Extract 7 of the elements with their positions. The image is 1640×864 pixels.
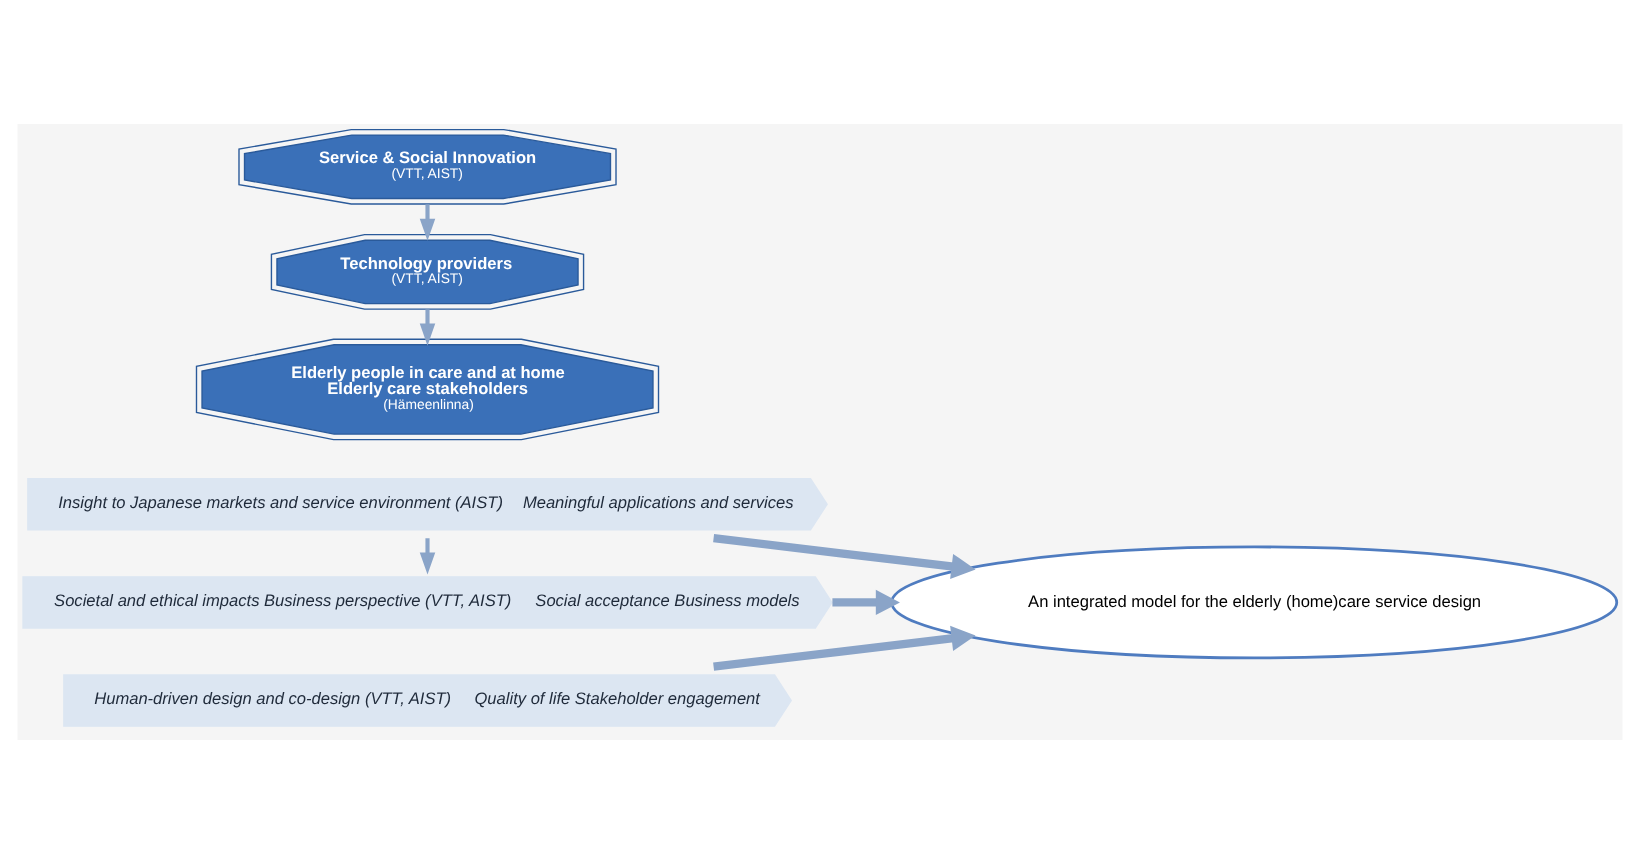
node-ellipse: An integrated model for the elderly (home)care service design [890,545,1619,660]
arrow [419,309,436,346]
arrow [713,534,976,580]
arrow [419,538,436,575]
arrow [713,625,976,671]
arrow [419,204,436,241]
arrow [832,589,900,616]
